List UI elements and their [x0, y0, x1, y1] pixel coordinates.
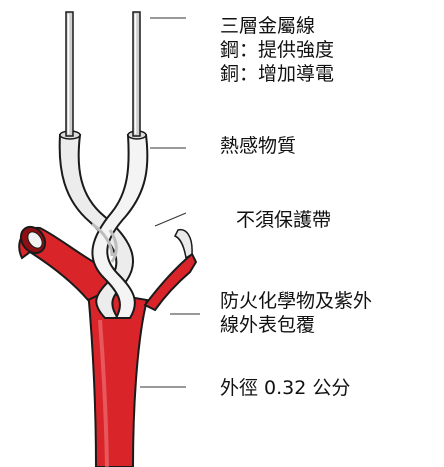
label-diameter: 外徑 0.32 公分: [220, 376, 350, 400]
metal-wire-left: [65, 11, 74, 137]
jacket-right-flap: [143, 252, 198, 312]
insulated-wire-right: [91, 134, 149, 319]
label-jacket-line-1: 防火化學物及紫外: [220, 290, 373, 312]
leader-no-tape: [154, 212, 187, 227]
label-no-tape: 不須保護帶: [236, 208, 331, 232]
metal-wire-right: [132, 11, 141, 137]
label-thermal-line-1: 熱感物質: [220, 135, 297, 157]
label-thermal-material: 熱感物質: [220, 134, 296, 158]
jacket-right-flap-edge: [173, 228, 193, 260]
label-no-tape-line-1: 不須保護帶: [236, 209, 332, 231]
twist-shading: [91, 222, 118, 263]
label-conductor-line-2: 鋼：提供強度: [220, 39, 335, 61]
jacket-highlight: [98, 319, 109, 467]
label-conductor-line-1: 三層金屬線: [220, 15, 316, 37]
label-diameter-line-1: 外徑 0.32 公分: [220, 377, 351, 399]
label-conductor-line-3: 銅：增加導電: [220, 63, 335, 85]
label-jacket: 防火化學物及紫外 線外表包覆: [220, 289, 372, 337]
jacket-left-opening-inner: [27, 231, 43, 249]
label-conductor: 三層金屬線 鋼：提供強度 銅：增加導電: [220, 14, 334, 86]
label-jacket-line-2: 線外表包覆: [220, 314, 316, 336]
